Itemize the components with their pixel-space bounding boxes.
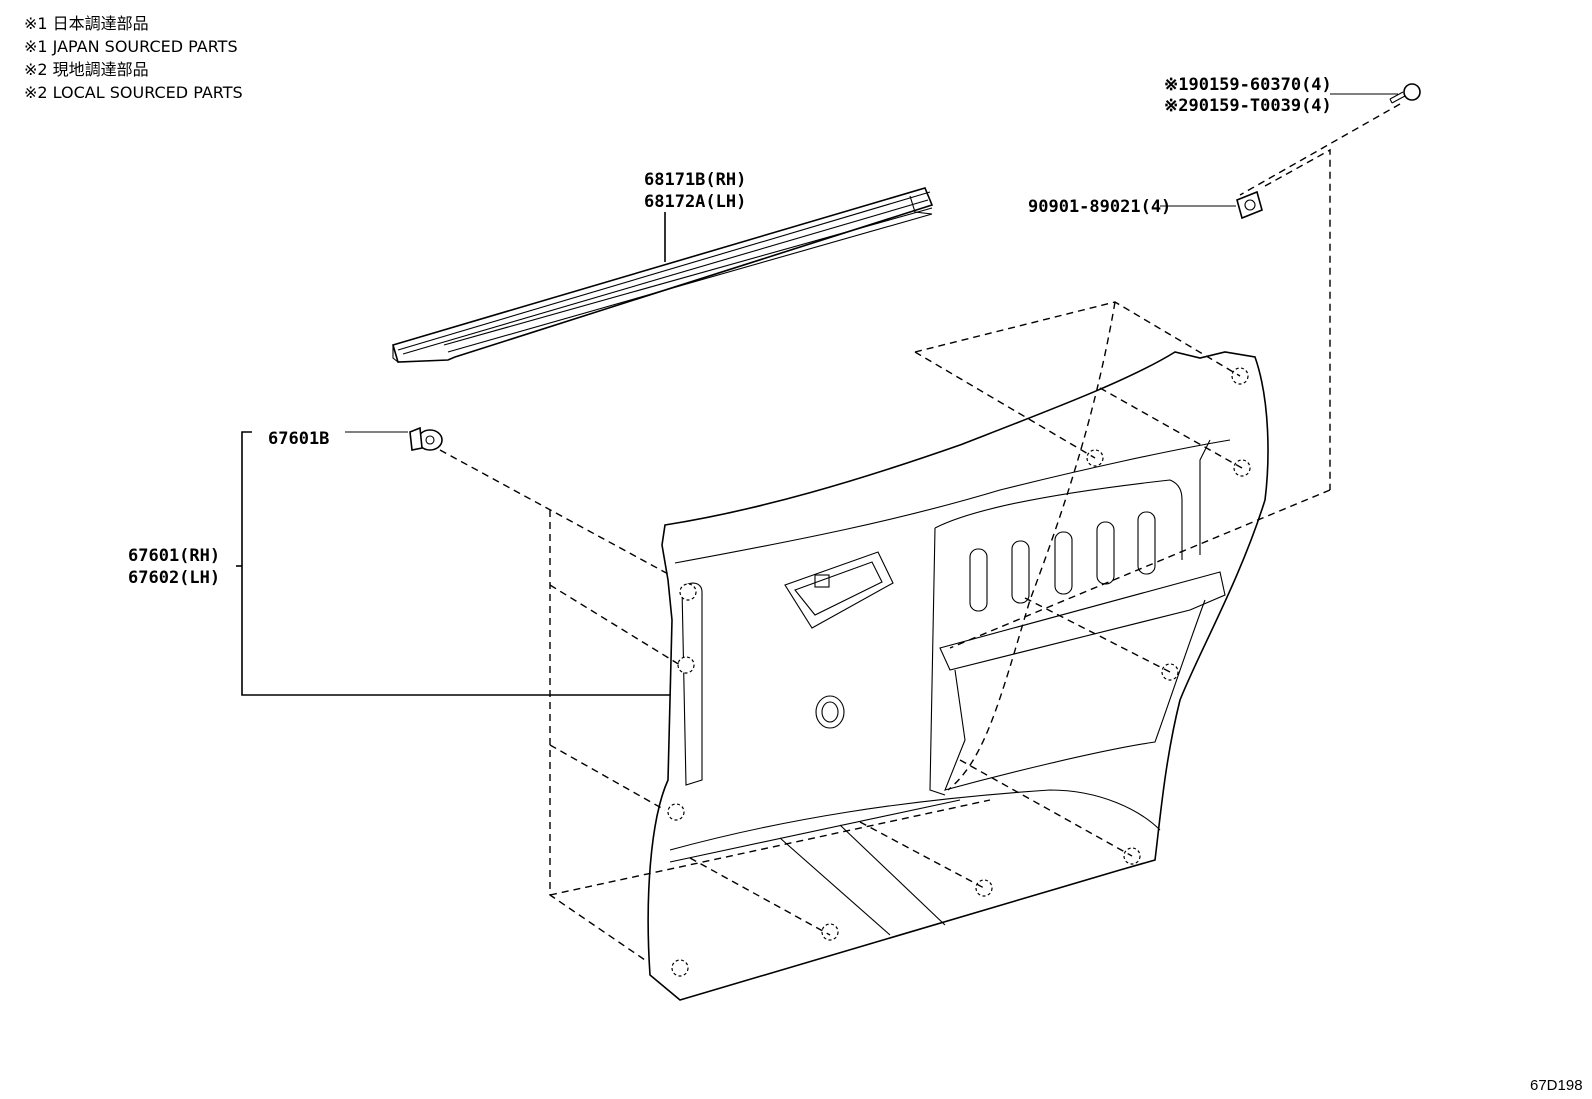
diagram-code: 67D198 xyxy=(1530,1077,1583,1094)
panel-clip-points xyxy=(667,367,1251,977)
note-japan-jp: ※1 日本調達部品 xyxy=(24,14,149,33)
nut-part xyxy=(1236,190,1263,220)
screw-dashed-path xyxy=(1239,103,1401,196)
panel-bracket-line xyxy=(241,431,672,696)
note-local-jp: ※2 現地調達部品 xyxy=(24,60,149,79)
note-local-en: ※2 LOCAL SOURCED PARTS xyxy=(24,83,243,102)
callout-weatherstrip-lh: 68172A(LH) xyxy=(644,192,746,212)
weatherstrip-part xyxy=(392,187,934,363)
callout-nut: 90901-89021(4) xyxy=(1028,197,1171,217)
callout-screw-2: ※290159-T0039(4) xyxy=(1164,96,1332,116)
callout-panel-lh: 67602(LH) xyxy=(128,568,220,588)
assembly-dashed-lines xyxy=(439,301,1331,961)
callout-screw-1: ※190159-60370(4) xyxy=(1164,75,1332,95)
callout-panel-rh: 67601(RH) xyxy=(128,546,220,566)
door-panel-part xyxy=(647,351,1269,1001)
note-japan-en: ※1 JAPAN SOURCED PARTS xyxy=(24,37,238,56)
notes-block: ※1 日本調達部品 ※1 JAPAN SOURCED PARTS ※2 現地調達… xyxy=(24,12,243,104)
clip-part xyxy=(409,426,443,451)
screw-part xyxy=(1389,83,1421,104)
nut-dashed-path xyxy=(1264,148,1331,490)
callout-weatherstrip-rh: 68171B(RH) xyxy=(644,170,746,190)
callout-clip: 67601B xyxy=(268,429,329,449)
